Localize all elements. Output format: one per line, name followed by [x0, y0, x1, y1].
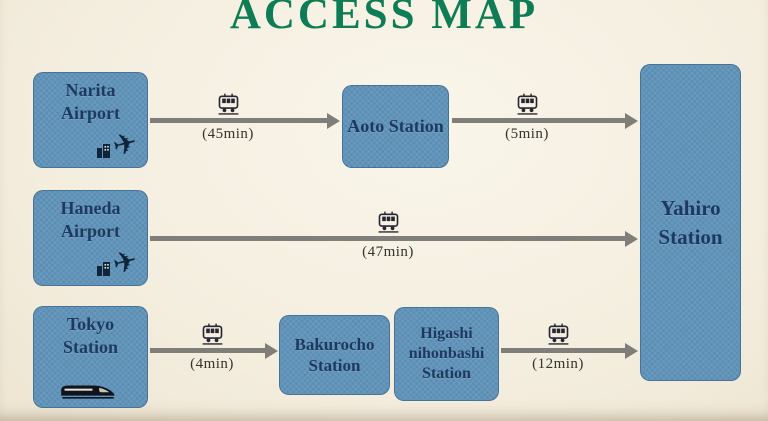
station-box-haneda-airport: Haneda Airport ✈ — [33, 190, 148, 286]
leg-haneda-to-yahiro: (47min) — [343, 209, 433, 261]
duration-label: (12min) — [532, 356, 584, 372]
station-box-aoto: Aoto Station — [342, 85, 449, 168]
train-icon — [548, 323, 568, 345]
leg-narita-to-aoto: (45min) — [183, 91, 273, 143]
airplane-icon: ✈ — [38, 242, 143, 282]
airplane-icon: ✈ — [38, 124, 143, 164]
train-icon — [202, 323, 222, 345]
duration-label: (4min) — [190, 356, 234, 372]
station-box-narita-airport: Narita Airport ✈ — [33, 72, 148, 168]
leg-aoto-to-yahiro: (5min) — [482, 91, 572, 143]
arrow-tokyo-to-bakurocho — [150, 348, 265, 353]
leg-higashi-to-yahiro: (12min) — [513, 321, 603, 373]
station-label: Tokyo Station — [62, 314, 118, 357]
station-box-bakurocho: Bakurocho Station — [279, 315, 390, 395]
duration-label: (5min) — [505, 126, 549, 142]
train-icon — [517, 93, 537, 115]
duration-label: (45min) — [202, 126, 254, 142]
arrow-narita-to-aoto — [150, 118, 327, 123]
station-box-higashi-nihonbashi: Higashi nihonbashi Station — [394, 307, 499, 401]
arrow-aoto-to-yahiro — [452, 118, 625, 123]
station-label: Narita Airport — [61, 80, 120, 123]
station-label: Yahiro Station — [658, 196, 723, 249]
shinkansen-icon — [38, 365, 143, 399]
station-label: Bakurocho Station — [294, 334, 375, 375]
station-label: Aoto Station — [347, 116, 444, 137]
plane-glyph: ✈ — [108, 242, 141, 282]
terminal-building-icon — [96, 144, 110, 158]
station-box-tokyo: Tokyo Station — [33, 306, 148, 408]
train-icon — [378, 211, 398, 233]
terminal-building-icon — [96, 262, 110, 276]
duration-label: (47min) — [362, 244, 414, 260]
page-title: ACCESS MAP — [229, 0, 539, 38]
station-box-yahiro: Yahiro Station — [640, 64, 741, 381]
arrow-higashi-to-yahiro — [501, 348, 625, 353]
arrow-haneda-to-yahiro — [150, 236, 625, 241]
plane-glyph: ✈ — [108, 124, 141, 164]
leg-tokyo-to-bakurocho: (4min) — [167, 321, 257, 373]
station-label: Higashi nihonbashi Station — [408, 325, 485, 382]
train-icon — [218, 93, 238, 115]
bullet-train-glyph — [60, 385, 115, 399]
station-label: Haneda Airport — [60, 198, 121, 241]
